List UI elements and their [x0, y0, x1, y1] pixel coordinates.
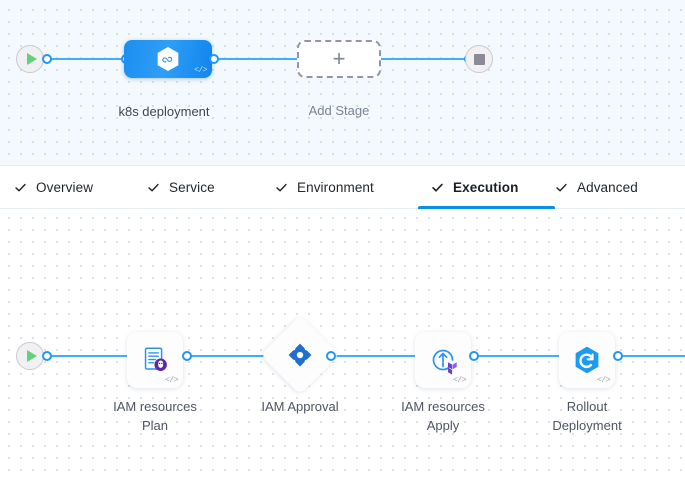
step-node-iam-resources-apply[interactable]: </>	[415, 332, 471, 388]
tab-execution[interactable]: Execution	[418, 165, 555, 209]
tab-environment[interactable]: Environment	[275, 165, 418, 209]
step-code-glyph: </>	[453, 376, 466, 385]
stop-icon	[473, 53, 485, 65]
tab-service[interactable]: Service	[147, 165, 275, 209]
execution-steps-canvas[interactable]: </> IAM resources Plan IAM Approval	[0, 209, 685, 481]
tab-advanced[interactable]: Advanced	[555, 165, 685, 209]
step-code-glyph: </>	[165, 376, 178, 385]
tab-overview[interactable]: Overview	[0, 165, 147, 209]
step-2-out-port[interactable]	[326, 351, 336, 361]
execution-start-port[interactable]	[42, 351, 52, 361]
stage-wire-2	[212, 58, 298, 60]
pipeline-tab-bar: Overview Service Environment Execution	[0, 165, 685, 209]
stage-node-k8s-deployment[interactable]: </>	[124, 40, 212, 78]
check-icon	[148, 183, 159, 191]
step-wire-1	[44, 355, 130, 357]
harness-approval-icon	[285, 340, 315, 370]
step-4-out-port[interactable]	[613, 351, 623, 361]
tab-label: Overview	[36, 179, 94, 195]
step-node-iam-resources-plan[interactable]: </>	[127, 332, 183, 388]
step-code-glyph: </>	[597, 376, 610, 385]
stage-code-glyph: </>	[194, 66, 207, 75]
stage-wire-3	[380, 58, 470, 60]
stage-node-label: k8s deployment	[118, 104, 210, 119]
tab-label: Environment	[297, 179, 374, 195]
add-stage-button[interactable]: +	[297, 40, 381, 78]
step-node-label: IAM resources Apply	[401, 399, 485, 433]
helm-hexagon-icon	[157, 47, 179, 71]
check-icon	[15, 183, 26, 191]
tab-label: Service	[169, 179, 215, 195]
tab-label: Execution	[453, 179, 519, 195]
stage-node-out-port[interactable]	[209, 54, 219, 64]
step-3-out-port[interactable]	[469, 351, 479, 361]
check-icon	[556, 183, 567, 191]
step-wire-5	[617, 355, 685, 357]
step-wire-3	[330, 355, 415, 357]
active-tab-underline	[418, 206, 555, 209]
step-node-label: IAM Approval	[261, 399, 339, 414]
step-1-out-port[interactable]	[182, 351, 192, 361]
step-node-label: Rollout Deployment	[552, 399, 622, 433]
stage-wire-1	[44, 58, 126, 60]
stage-start-port[interactable]	[42, 54, 52, 64]
execution-start-node[interactable]	[16, 342, 44, 370]
argo-rollout-icon	[571, 344, 603, 376]
add-stage-label: Add Stage	[308, 103, 370, 118]
tab-label: Advanced	[577, 179, 638, 195]
step-node-label: IAM resources Plan	[113, 399, 197, 433]
step-wire-4	[473, 355, 559, 357]
stage-canvas[interactable]: </> k8s deployment + Add Stage	[0, 0, 685, 165]
check-icon	[276, 183, 287, 191]
pipeline-end-node[interactable]	[465, 45, 493, 73]
terraform-plan-doc-icon	[138, 343, 172, 377]
step-node-iam-approval[interactable]	[260, 315, 340, 395]
play-icon	[26, 53, 37, 65]
step-wire-2	[186, 355, 276, 357]
plus-icon: +	[332, 46, 346, 71]
terraform-apply-icon	[425, 342, 461, 378]
play-icon	[26, 350, 37, 362]
step-node-rollout-deployment[interactable]: </>	[559, 332, 615, 388]
pipeline-start-node[interactable]	[16, 45, 44, 73]
check-icon	[432, 183, 443, 192]
